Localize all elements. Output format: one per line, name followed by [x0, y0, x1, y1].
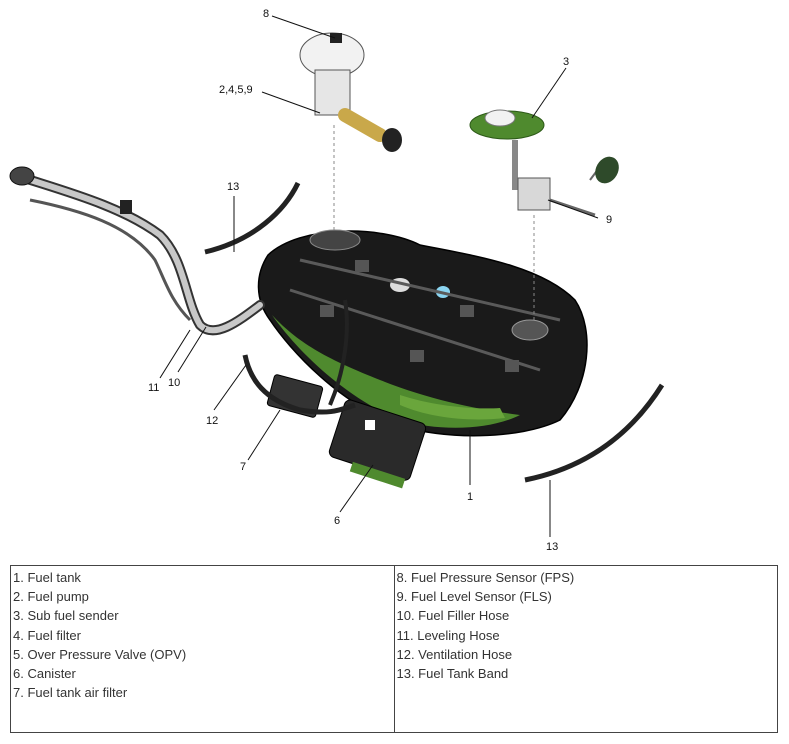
fuel-tank	[257, 229, 588, 437]
sub-fuel-sender	[469, 109, 619, 217]
fuel-tank-band-left	[204, 181, 301, 255]
legend-column-right: 8. Fuel Pressure Sensor (FPS) 9. Fuel Le…	[395, 566, 778, 732]
legend-item: 8. Fuel Pressure Sensor (FPS)	[396, 570, 575, 585]
leader-8	[271, 15, 336, 39]
callout-9: 9	[606, 214, 612, 226]
legend-item: 12. Ventilation Hose	[396, 646, 513, 662]
leader-7	[247, 409, 281, 461]
parts-legend-table: 1. Fuel tank 2. Fuel pump 3. Sub fuel se…	[10, 565, 778, 733]
callout-7: 7	[240, 461, 246, 473]
legend-column-left: 1. Fuel tank 2. Fuel pump 3. Sub fuel se…	[11, 566, 395, 732]
leader-2459	[261, 91, 321, 114]
leader-6	[339, 464, 374, 513]
leader-3	[531, 67, 567, 119]
legend-item: 10. Fuel Filler Hose	[396, 608, 510, 624]
callout-10: 10	[168, 377, 180, 389]
callout-8: 8	[263, 8, 269, 20]
fuel-pump-assembly	[299, 32, 402, 152]
leader-12	[213, 364, 247, 411]
legend-item: 13. Fuel Tank Band	[396, 666, 509, 682]
callout-11: 11	[148, 382, 159, 394]
callout-13a: 13	[227, 181, 239, 193]
legend-item: 1. Fuel tank	[13, 570, 81, 585]
legend-item: 9. Fuel Level Sensor (FLS)	[396, 589, 552, 605]
callout-12: 12	[206, 415, 218, 427]
legend-item: 5. Over Pressure Valve (OPV)	[13, 646, 187, 662]
legend-item: 2. Fuel pump	[13, 589, 89, 605]
fuel-filler-assembly	[9, 166, 265, 336]
callout-6: 6	[334, 515, 340, 527]
callout-3: 3	[563, 56, 569, 68]
leader-10	[177, 326, 207, 373]
legend-item: 7. Fuel tank air filter	[13, 685, 128, 701]
fuel-tank-band-right	[524, 383, 665, 483]
callout-13b: 13	[546, 541, 558, 553]
legend-item: 6. Canister	[13, 666, 76, 682]
fuel-system-diagram: 8 2,4,5,9 3 9 13 13 11 10 12 7 6 1	[9, 8, 665, 553]
callout-1: 1	[467, 491, 473, 503]
legend-item: 3. Sub fuel sender	[13, 608, 119, 624]
fuel-tank-air-filter	[266, 374, 324, 418]
leader-9	[547, 199, 599, 219]
legend-item: 11. Leveling Hose	[396, 627, 500, 643]
leader-11	[159, 329, 191, 379]
legend-item: 4. Fuel filter	[13, 627, 81, 643]
callout-2459: 2,4,5,9	[219, 84, 253, 96]
canister	[328, 399, 427, 489]
